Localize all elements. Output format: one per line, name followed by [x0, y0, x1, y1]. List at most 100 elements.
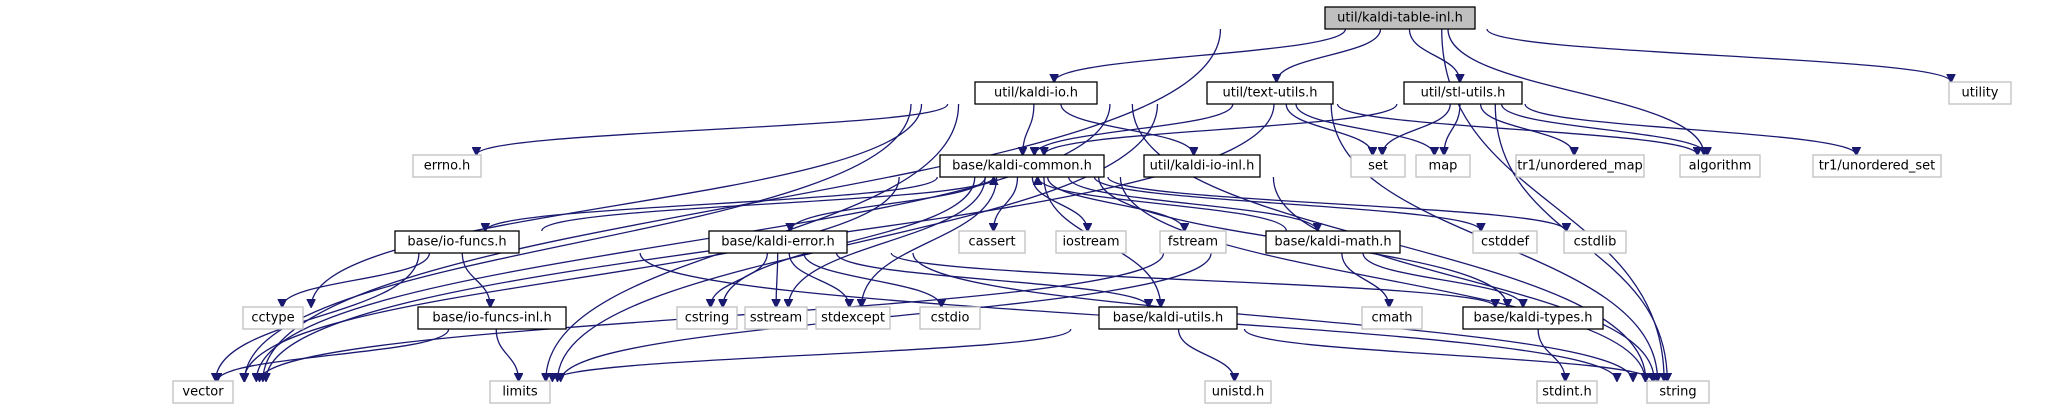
edge-kaldi-io-inl-to-string — [1272, 176, 1654, 381]
node-box — [958, 230, 1026, 254]
node-label: base/kaldi-utils.h — [1113, 311, 1224, 326]
node-label: string — [1659, 385, 1696, 400]
edge-kaldi-error-to-kaldi-types — [890, 252, 1495, 307]
node-label: set — [1368, 159, 1388, 174]
node-limits: limits — [489, 380, 551, 404]
edge-io-funcs-inl-to-vector — [217, 328, 450, 381]
node-box — [708, 230, 848, 254]
node-box — [974, 81, 1098, 105]
node-label: sstream — [750, 311, 802, 326]
edge-stl-utils-to-set — [1382, 103, 1451, 155]
node-io-funcs: base/io-funcs.h — [394, 230, 520, 254]
edge-kaldi-utils-to-unistd — [1177, 328, 1235, 381]
node-kaldi-io-inl: util/kaldi-io-inl.h — [1143, 154, 1261, 178]
edge-kaldi-utils-to-limits — [552, 328, 1072, 381]
node-box — [1055, 230, 1127, 254]
node-label: base/io-funcs-inl.h — [432, 311, 551, 326]
node-box — [1350, 154, 1406, 178]
node-label: errno.h — [424, 159, 471, 174]
edge-kaldi-common-to-stdexcept — [861, 176, 998, 307]
node-box — [815, 306, 891, 330]
node-label: stdint.h — [1542, 385, 1591, 400]
node-label: tr1/unordered_map — [1517, 159, 1643, 174]
edge-stl-utils-to-algorithm — [1500, 103, 1708, 155]
edge-kaldi-error-to-cstring — [711, 252, 768, 307]
edge-kaldi-common-to-string — [1119, 176, 1645, 381]
node-label: cmath — [1371, 311, 1412, 326]
edge-kaldi-io-to-kaldi-common — [1023, 103, 1035, 155]
edge-text-utils-to-limits — [558, 103, 1159, 381]
node-box — [1812, 154, 1942, 178]
node-box — [1324, 6, 1476, 30]
node-label: base/kaldi-error.h — [721, 235, 834, 250]
node-cstddef: cstddef — [1472, 230, 1538, 254]
edge-kaldi-common-to-io-funcs — [485, 176, 938, 231]
edge-kaldi-math-to-kaldi-common — [1038, 177, 1287, 232]
edge-root-to-algorithm — [1447, 28, 1704, 155]
edge-kaldi-error-to-string — [912, 252, 1633, 381]
node-set: set — [1350, 154, 1406, 178]
node-label: util/kaldi-io-inl.h — [1150, 159, 1255, 174]
node-label: cstdio — [931, 311, 970, 326]
node-label: util/stl-utils.h — [1421, 86, 1506, 101]
node-label: cstdlib — [1574, 235, 1617, 250]
node-cstdio: cstdio — [919, 306, 981, 330]
node-box — [1462, 306, 1604, 330]
node-label: cassert — [968, 235, 1015, 250]
node-box — [744, 306, 808, 330]
edge-text-utils-to-algorithm — [1336, 103, 1698, 155]
edge-kaldi-io-to-cctype — [311, 103, 923, 307]
node-kaldi-math: base/kaldi-math.h — [1265, 230, 1401, 254]
node-kaldi-utils: base/kaldi-utils.h — [1098, 306, 1238, 330]
node-utility: utility — [1948, 81, 2012, 105]
node-kaldi-io: util/kaldi-io.h — [974, 81, 1098, 105]
edge-io-funcs-to-vector — [216, 252, 420, 381]
edge-kaldi-common-to-kaldi-math — [1068, 176, 1318, 231]
edge-kaldi-error-to-cstdio — [803, 252, 942, 307]
node-label: limits — [502, 385, 538, 400]
node-cctype: cctype — [242, 306, 304, 330]
node-label: vector — [182, 385, 224, 400]
node-box — [1536, 380, 1598, 404]
node-kaldi-common: base/kaldi-common.h — [939, 154, 1105, 178]
edge-stl-utils-to-kaldi-common — [1044, 103, 1398, 155]
node-label: tr1/unordered_set — [1819, 159, 1936, 174]
edge-text-utils-to-set — [1285, 103, 1372, 155]
node-fstream: fstream — [1159, 230, 1227, 254]
edge-kaldi-types-to-stdint — [1537, 328, 1565, 381]
edge-kaldi-io-to-kaldi-io-inl — [1060, 103, 1194, 155]
node-io-funcs-inl: base/io-funcs-inl.h — [417, 306, 567, 330]
node-kaldi-error: base/kaldi-error.h — [708, 230, 848, 254]
node-label: cstring — [685, 311, 729, 326]
node-box — [1206, 81, 1334, 105]
node-box — [1403, 81, 1523, 105]
node-label: utility — [1962, 86, 1999, 101]
node-iostream: iostream — [1055, 230, 1127, 254]
node-box — [172, 380, 234, 404]
node-box — [1265, 230, 1401, 254]
node-box — [1159, 230, 1227, 254]
node-stl-utils: util/stl-utils.h — [1403, 81, 1523, 105]
node-box — [676, 306, 738, 330]
node-label: base/io-funcs.h — [407, 235, 506, 250]
node-box — [412, 154, 482, 178]
edge-stl-utils-to-tr1-unordered-set — [1524, 103, 1856, 155]
edge-kaldi-common-to-cstddef — [1093, 176, 1480, 231]
node-box — [417, 306, 567, 330]
edge-stl-utils-to-tr1-unordered-map — [1479, 103, 1575, 155]
edge-kaldi-error-to-kaldi-utils — [835, 252, 1149, 307]
node-box — [489, 380, 551, 404]
node-label: base/kaldi-types.h — [1474, 311, 1593, 326]
node-box — [1948, 81, 2012, 105]
node-box — [939, 154, 1105, 178]
node-label: util/text-utils.h — [1223, 86, 1318, 101]
node-label: unistd.h — [1212, 385, 1265, 400]
node-label: base/kaldi-math.h — [1274, 235, 1391, 250]
node-vector: vector — [172, 380, 234, 404]
edge-io-funcs-to-cctype — [282, 252, 431, 307]
node-label: fstream — [1168, 235, 1218, 250]
node-label: stdexcept — [821, 311, 885, 326]
node-box — [1515, 154, 1645, 178]
edge-kaldi-error-to-stdexcept — [788, 252, 849, 307]
node-label: base/kaldi-common.h — [952, 159, 1092, 174]
